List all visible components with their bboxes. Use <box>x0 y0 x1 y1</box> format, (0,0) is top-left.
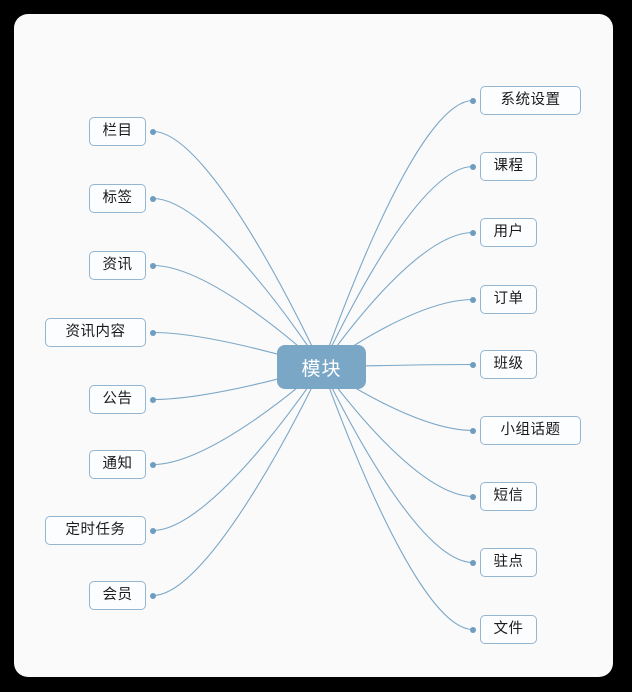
edge-curve <box>152 197 322 368</box>
edge-curve <box>152 130 323 368</box>
branch-node-left-5[interactable]: 通知 <box>89 450 146 479</box>
branch-node-label: 栏目 <box>102 123 133 140</box>
connector-dot <box>470 626 476 633</box>
edge-curve <box>320 99 474 368</box>
connector-dot <box>470 559 476 566</box>
branch-node-label: 订单 <box>493 291 524 308</box>
branch-node-right-4[interactable]: 班级 <box>480 350 537 379</box>
branch-node-label: 短信 <box>493 488 524 505</box>
branch-node-label: 班级 <box>493 356 524 373</box>
branch-node-left-6[interactable]: 定时任务 <box>45 516 146 545</box>
connector-dot <box>150 396 156 403</box>
central-node-module[interactable]: 模块 <box>277 345 366 389</box>
branch-node-left-7[interactable]: 会员 <box>89 581 146 610</box>
connector-dot <box>470 427 476 434</box>
branch-node-right-6[interactable]: 短信 <box>480 482 537 511</box>
central-node-label: 模块 <box>301 358 342 380</box>
branch-node-right-1[interactable]: 课程 <box>480 152 537 181</box>
connector-dot <box>150 195 156 202</box>
branch-node-left-1[interactable]: 标签 <box>89 184 146 213</box>
mindmap-canvas: 栏目标签资讯资讯内容公告通知定时任务会员 系统设置课程用户订单班级小组话题短信驻点… <box>14 14 613 677</box>
branch-node-left-2[interactable]: 资讯 <box>89 251 146 280</box>
branch-node-label: 用户 <box>493 224 524 241</box>
connector-dot <box>470 163 476 170</box>
edge-curve <box>152 366 323 597</box>
branch-node-label: 小组话题 <box>500 422 561 439</box>
branch-node-right-3[interactable]: 订单 <box>480 285 537 314</box>
branch-node-label: 通知 <box>102 456 133 473</box>
branch-node-label: 公告 <box>102 391 133 408</box>
branch-node-label: 系统设置 <box>500 92 561 109</box>
branch-node-right-2[interactable]: 用户 <box>480 218 537 247</box>
connector-dot <box>470 296 476 303</box>
connector-dot <box>150 461 156 468</box>
branch-node-right-7[interactable]: 驻点 <box>480 548 537 577</box>
branch-node-label: 会员 <box>102 587 133 604</box>
connector-dot <box>470 493 476 500</box>
branch-node-label: 资讯内容 <box>65 324 126 341</box>
branch-node-right-8[interactable]: 文件 <box>480 615 537 644</box>
branch-node-left-4[interactable]: 公告 <box>89 385 146 414</box>
branch-node-label: 资讯 <box>102 257 133 274</box>
connector-dot <box>150 262 156 269</box>
branch-node-label: 定时任务 <box>65 522 126 539</box>
branch-node-right-5[interactable]: 小组话题 <box>480 416 581 445</box>
branch-node-left-0[interactable]: 栏目 <box>89 117 146 146</box>
connector-dot <box>470 361 476 368</box>
branch-node-left-3[interactable]: 资讯内容 <box>45 318 146 347</box>
connector-dot <box>150 592 156 599</box>
branch-node-label: 课程 <box>493 158 524 175</box>
branch-node-label: 文件 <box>493 621 524 638</box>
branch-node-label: 驻点 <box>493 554 524 571</box>
connector-dot <box>150 128 156 135</box>
branch-node-label: 标签 <box>102 190 133 207</box>
edge-curve <box>152 366 322 532</box>
connector-dot <box>150 527 156 534</box>
connector-dot <box>470 229 476 236</box>
branch-node-right-0[interactable]: 系统设置 <box>480 86 581 115</box>
connector-dot <box>150 329 156 336</box>
connector-dot <box>470 97 476 104</box>
